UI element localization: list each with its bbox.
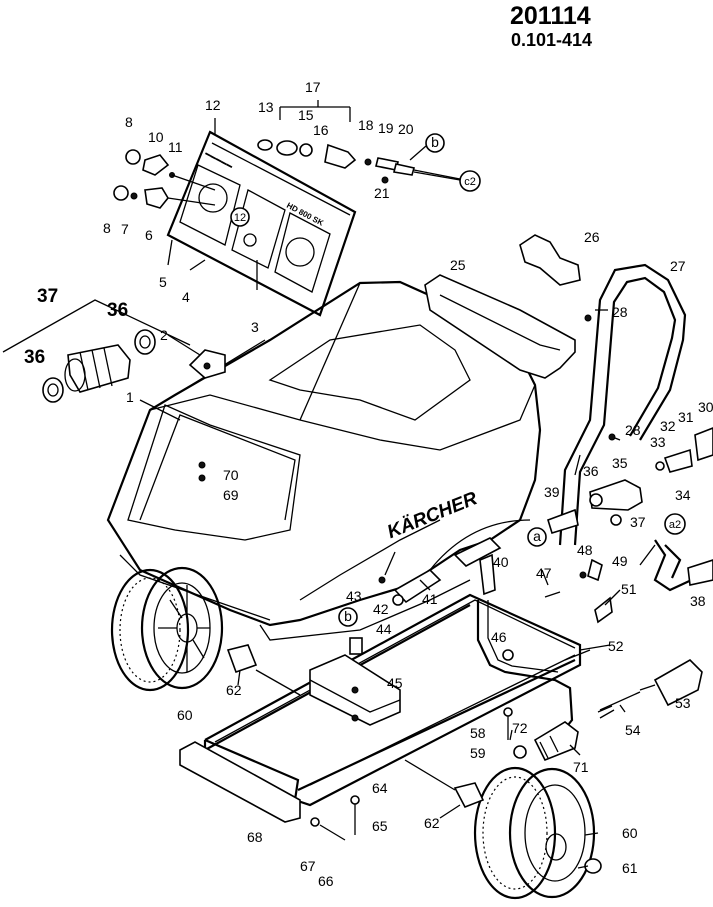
- hose-fittings: [589, 427, 713, 592]
- callout-44: 44: [376, 621, 392, 637]
- callout-40: 40: [493, 554, 509, 570]
- callout-71: 71: [573, 759, 589, 775]
- callout-36c: 36: [583, 463, 599, 479]
- pressure-switch-assembly: [257, 100, 466, 184]
- callout-64: 64: [372, 780, 388, 796]
- callout-7: 7: [121, 221, 129, 237]
- callout-numbers: 1 2 3 4 5 6 7 8 8 10 11 12 13 15 16 17 1…: [24, 79, 713, 889]
- callout-17: 17: [305, 79, 321, 95]
- callout-41: 41: [422, 591, 438, 607]
- callout-34: 34: [675, 487, 691, 503]
- callout-42: 42: [373, 601, 389, 617]
- callout-16: 16: [313, 122, 329, 138]
- part-code: 0.101-414: [511, 30, 593, 50]
- end-cap: [179, 741, 301, 823]
- callout-47: 47: [536, 565, 552, 581]
- callout-18: 18: [358, 117, 374, 133]
- callout-48: 48: [577, 542, 593, 558]
- filter-elbow-parts: [2, 299, 191, 403]
- callout-61: 61: [622, 860, 638, 876]
- callout-62b: 62: [424, 815, 440, 831]
- callout-33: 33: [650, 434, 666, 450]
- callout-36b: 36: [24, 347, 45, 368]
- callout-30: 30: [698, 399, 713, 415]
- model-number: 201114: [510, 2, 591, 30]
- callout-28b: 28: [625, 422, 641, 438]
- ref-a2: a2: [669, 519, 681, 531]
- bolts: [310, 795, 360, 841]
- callout-46: 46: [491, 629, 507, 645]
- callout-8b: 8: [103, 220, 111, 236]
- leader-lines: [139, 118, 656, 869]
- panel-model-text: HD 800 SK: [285, 201, 325, 228]
- callout-25: 25: [450, 257, 466, 273]
- callout-66: 66: [318, 873, 334, 889]
- callout-60b: 60: [622, 825, 638, 841]
- callout-32: 32: [660, 418, 676, 434]
- axle-parts: [226, 644, 485, 809]
- callout-20: 20: [398, 121, 414, 137]
- callout-6: 6: [145, 227, 153, 243]
- callout-62a: 62: [226, 682, 242, 698]
- reference-markers: b c2 a a2 b 12: [230, 133, 686, 627]
- callout-68: 68: [247, 829, 263, 845]
- callout-13: 13: [258, 99, 274, 115]
- callout-21: 21: [374, 185, 390, 201]
- callout-3: 3: [251, 319, 259, 335]
- callout-2: 2: [160, 327, 168, 343]
- callout-12b: 12: [234, 212, 246, 224]
- callout-51: 51: [621, 581, 637, 597]
- wheel-right: [473, 766, 602, 900]
- callout-10: 10: [148, 129, 164, 145]
- callout-19: 19: [378, 120, 394, 136]
- callout-38: 38: [690, 593, 706, 609]
- callout-1: 1: [126, 389, 134, 405]
- callout-4: 4: [182, 289, 190, 305]
- callout-27: 27: [670, 258, 686, 274]
- callout-60a: 60: [177, 707, 193, 723]
- callout-52: 52: [608, 638, 624, 654]
- callout-54: 54: [625, 722, 641, 738]
- callout-5: 5: [159, 274, 167, 290]
- callout-69: 69: [223, 487, 239, 503]
- callout-67: 67: [300, 858, 316, 874]
- callout-28a: 28: [612, 304, 628, 320]
- callout-53: 53: [675, 695, 691, 711]
- ref-b-low: b: [344, 608, 352, 624]
- callout-12: 12: [205, 97, 221, 113]
- callout-72: 72: [512, 720, 528, 736]
- ref-c2: c2: [464, 176, 476, 188]
- svg-text:▬▬▬▬▬: ▬▬▬▬▬: [204, 150, 233, 169]
- callout-26: 26: [584, 229, 600, 245]
- push-handle: [424, 234, 687, 546]
- callout-15: 15: [298, 107, 314, 123]
- callout-37a: 37: [37, 286, 58, 307]
- callout-49: 49: [612, 553, 628, 569]
- trigger-gun-parts: [378, 508, 613, 624]
- callout-31: 31: [678, 409, 694, 425]
- callout-8a: 8: [125, 114, 133, 130]
- callout-39: 39: [544, 484, 560, 500]
- knob-parts: [113, 149, 216, 209]
- ref-a: a: [533, 528, 541, 544]
- callout-65: 65: [372, 818, 388, 834]
- callout-70: 70: [223, 467, 239, 483]
- callout-11: 11: [168, 139, 183, 155]
- power-plug-parts: [503, 659, 703, 762]
- callout-36a: 36: [107, 300, 128, 321]
- callout-43: 43: [346, 588, 362, 604]
- brand-label: KÄRCHER: [384, 488, 480, 543]
- chassis-frame: [203, 593, 582, 807]
- wheel-left: [110, 566, 224, 692]
- callout-37b: 37: [630, 514, 646, 530]
- ref-b-top: b: [431, 134, 439, 150]
- callout-45: 45: [387, 675, 403, 691]
- callout-58: 58: [470, 725, 486, 741]
- callout-35: 35: [612, 455, 628, 471]
- callout-59: 59: [470, 745, 486, 761]
